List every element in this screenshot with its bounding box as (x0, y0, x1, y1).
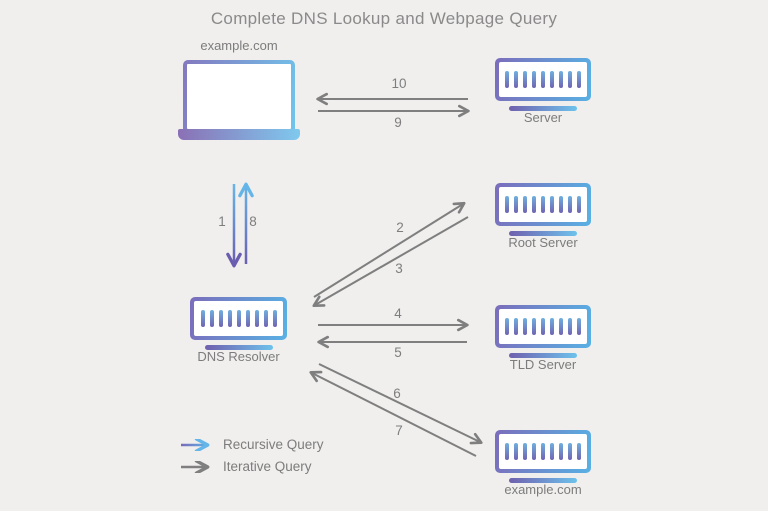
server-base (509, 106, 577, 111)
server-frame (190, 297, 287, 340)
server-frame (495, 305, 591, 348)
laptop-base (178, 129, 300, 140)
arrow-step-6 (318, 363, 483, 445)
laptop-screen-display (187, 64, 291, 129)
server-base (509, 478, 577, 483)
step-6-label: 6 (393, 386, 401, 401)
legend-iterative: Iterative Query (180, 459, 312, 474)
step-9-label: 9 (394, 115, 402, 130)
diagram-title: Complete DNS Lookup and Webpage Query (210, 9, 558, 28)
laptop-screen (183, 60, 295, 129)
step-5-label: 5 (394, 345, 402, 360)
legend-recursive-label: Recursive Query (223, 437, 324, 452)
step-8-label: 8 (249, 214, 257, 229)
step-7-label: 7 (395, 423, 403, 438)
server-base (204, 345, 273, 350)
server-frame (495, 430, 591, 473)
dns-resolver-label: DNS Resolver (197, 349, 280, 364)
step-10-label: 10 (391, 76, 407, 91)
server-base (509, 231, 577, 236)
server-vents (499, 309, 587, 344)
auth-server-label: example.com (504, 482, 582, 497)
server-frame (495, 58, 591, 101)
server-vents (194, 301, 283, 336)
tld-server-icon (495, 305, 591, 358)
web-server-label: Server (523, 110, 563, 125)
legend-iterative-label: Iterative Query (223, 459, 312, 474)
server-base (509, 353, 577, 358)
server-vents (499, 187, 587, 222)
arrow-step-7 (309, 370, 477, 457)
arrow-step-2 (313, 201, 466, 298)
step-2-label: 2 (396, 220, 404, 235)
step-4-label: 4 (394, 306, 402, 321)
server-frame (495, 183, 591, 226)
arrow-step-3 (312, 216, 469, 308)
server-vents (499, 62, 587, 97)
step-1-label: 1 (218, 214, 226, 229)
web-server-icon (495, 58, 591, 111)
root-server-icon (495, 183, 591, 236)
iterative-arrow-icon (181, 460, 210, 473)
step-3-label: 3 (395, 261, 403, 276)
server-vents (499, 434, 587, 469)
client-laptop-icon (178, 60, 300, 140)
legend-recursive: Recursive Query (180, 437, 324, 452)
dns-resolver-icon (190, 297, 287, 350)
root-server-label: Root Server (508, 235, 578, 250)
tld-server-label: TLD Server (509, 357, 577, 372)
auth-server-icon (495, 430, 591, 483)
recursive-arrow-icon (181, 438, 210, 451)
client-label: example.com (200, 38, 278, 53)
